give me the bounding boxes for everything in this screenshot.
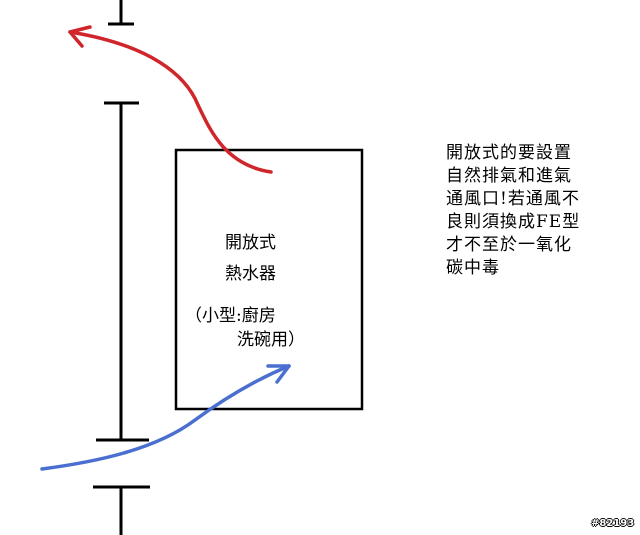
note-line: 自然排氣和進氣	[446, 166, 572, 186]
watermark: #82193	[591, 518, 635, 529]
heater-label-line1: 開放式	[225, 233, 276, 253]
heater-box	[174, 148, 364, 411]
exhaust-arrow-icon	[68, 25, 273, 174]
intake-arrow-icon	[40, 364, 291, 471]
heater-label-line3: （小型:廚房	[185, 306, 276, 326]
note-line: 碳中毒	[446, 258, 500, 278]
note-line: 開放式的要設置	[446, 143, 572, 163]
heater-label-line2: 熱水器	[225, 264, 276, 284]
note-line: 通風口!若通風不	[446, 189, 580, 209]
ventilation-note: 開放式的要設置 自然排氣和進氣 通風口!若通風不 良則須換成FE型 才不至於一氧…	[446, 142, 636, 280]
note-line: 才不至於一氧化	[446, 235, 572, 255]
heater-label-line4: 洗碗用）	[237, 330, 305, 350]
note-line: 良則須換成FE型	[446, 212, 581, 232]
